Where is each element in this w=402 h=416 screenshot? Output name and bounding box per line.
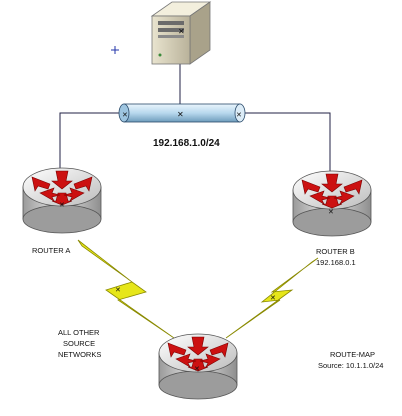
link-marker: ✕ [115, 287, 121, 294]
router-b-icon: ✕ [292, 170, 372, 237]
hub-icon: ✕ ✕ ✕ [118, 103, 246, 123]
router-b-address: 192.168.0.1 [316, 258, 356, 267]
router-c-icon: ✕ [158, 333, 238, 400]
svg-text:✕: ✕ [122, 112, 128, 119]
link-marker: ✕ [270, 295, 276, 302]
svg-text:✕: ✕ [194, 366, 200, 373]
cable-hub-router-b [240, 112, 331, 172]
other-networks-line-3: NETWORKS [58, 350, 101, 359]
other-networks-line-2: SOURCE [63, 339, 95, 348]
route-map-source: Source: 10.1.1.0/24 [318, 361, 383, 370]
svg-text:✕: ✕ [178, 27, 185, 36]
svg-text:✕: ✕ [328, 209, 334, 216]
route-map-title: ROUTE-MAP [330, 350, 375, 359]
svg-text:✕: ✕ [236, 112, 242, 119]
lightning-link-icon [77, 239, 175, 339]
network-label: 192.168.1.0/24 [153, 138, 220, 149]
cursor-marker [111, 46, 119, 54]
lightning-link-icon [225, 257, 319, 339]
router-a-label: ROUTER A [32, 246, 70, 255]
router-a-icon: ✕ [22, 167, 102, 234]
svg-text:✕: ✕ [177, 110, 184, 119]
cable-hub-router-a [59, 112, 120, 170]
svg-text:✕: ✕ [59, 202, 65, 209]
router-b-label: ROUTER B [316, 247, 355, 256]
other-networks-line-1: ALL OTHER [58, 328, 100, 337]
server-icon: ✕ [150, 1, 212, 65]
